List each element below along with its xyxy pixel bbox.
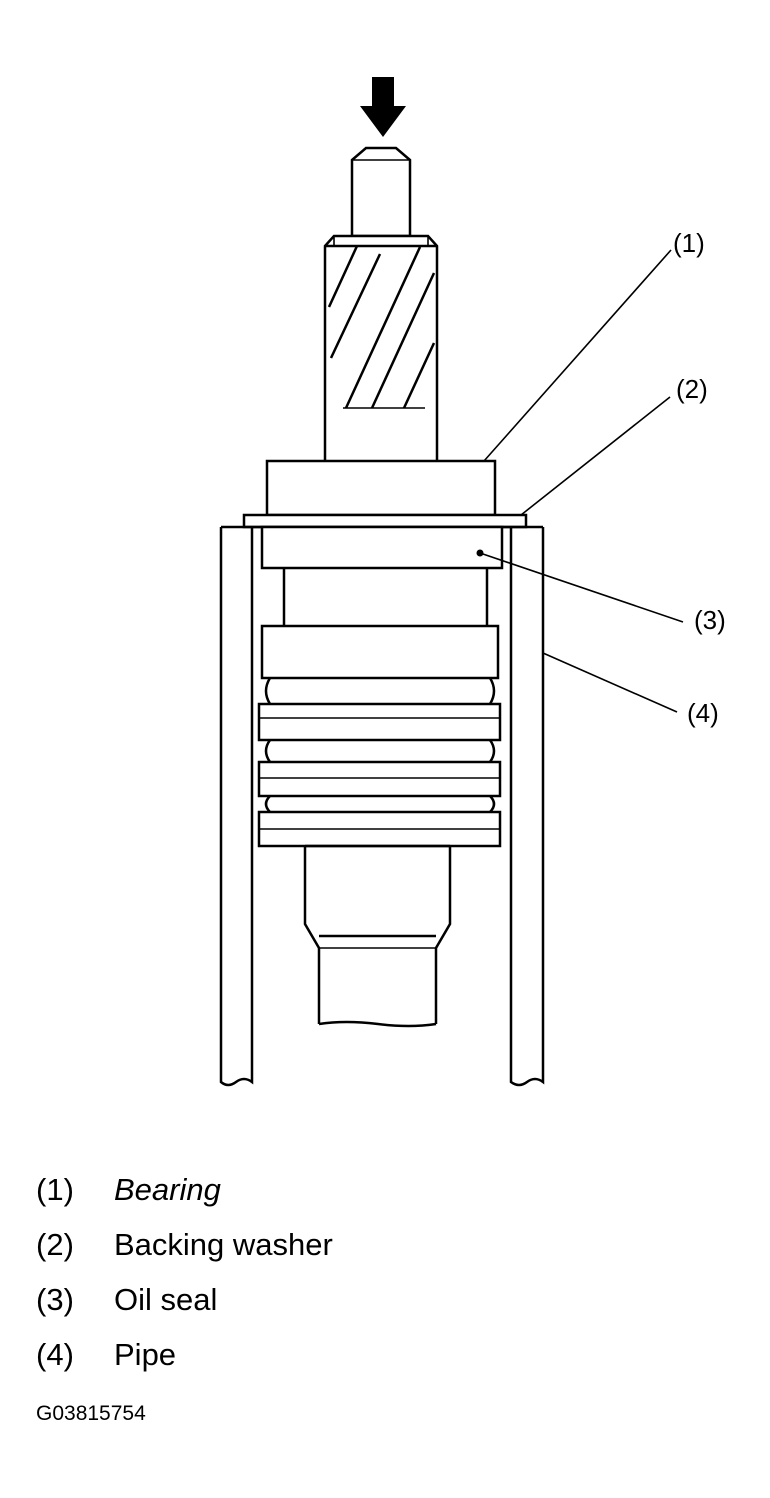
legend-number: (3) xyxy=(36,1282,74,1317)
legend-label: Oil seal xyxy=(114,1282,218,1317)
shaft-tip xyxy=(350,146,412,238)
callout-2: (2) xyxy=(676,374,708,404)
callout-3: (3) xyxy=(694,605,726,635)
arrow-down-icon xyxy=(360,77,406,137)
legend-number: (2) xyxy=(36,1227,74,1262)
bearing xyxy=(265,459,497,517)
legend-item-backing-washer: (2) Backing washer xyxy=(36,1227,736,1282)
legend-item-bearing: (1) Bearing xyxy=(36,1172,736,1227)
seal-housing xyxy=(257,568,502,848)
leader-lines xyxy=(479,249,684,713)
lower-shaft xyxy=(303,844,452,1028)
legend-label: Backing washer xyxy=(114,1227,333,1262)
oil-seal xyxy=(260,525,504,570)
legend-number: (4) xyxy=(36,1337,74,1372)
callout-4: (4) xyxy=(687,698,719,728)
helical-gear xyxy=(323,234,439,464)
legend-item-pipe: (4) Pipe xyxy=(36,1337,736,1392)
figure-id: G03815754 xyxy=(36,1402,146,1425)
backing-washer xyxy=(242,513,528,529)
installation-diagram: (1) (2) (3) (4) xyxy=(219,77,726,1087)
legend-label: Pipe xyxy=(114,1337,177,1372)
legend: (1) Bearing (2) Backing washer (3) Oil s… xyxy=(36,1172,736,1392)
legend-item-oil-seal: (3) Oil seal xyxy=(36,1282,736,1337)
callout-1: (1) xyxy=(673,228,705,258)
legend-label: Bearing xyxy=(114,1172,221,1207)
legend-number: (1) xyxy=(36,1172,74,1207)
